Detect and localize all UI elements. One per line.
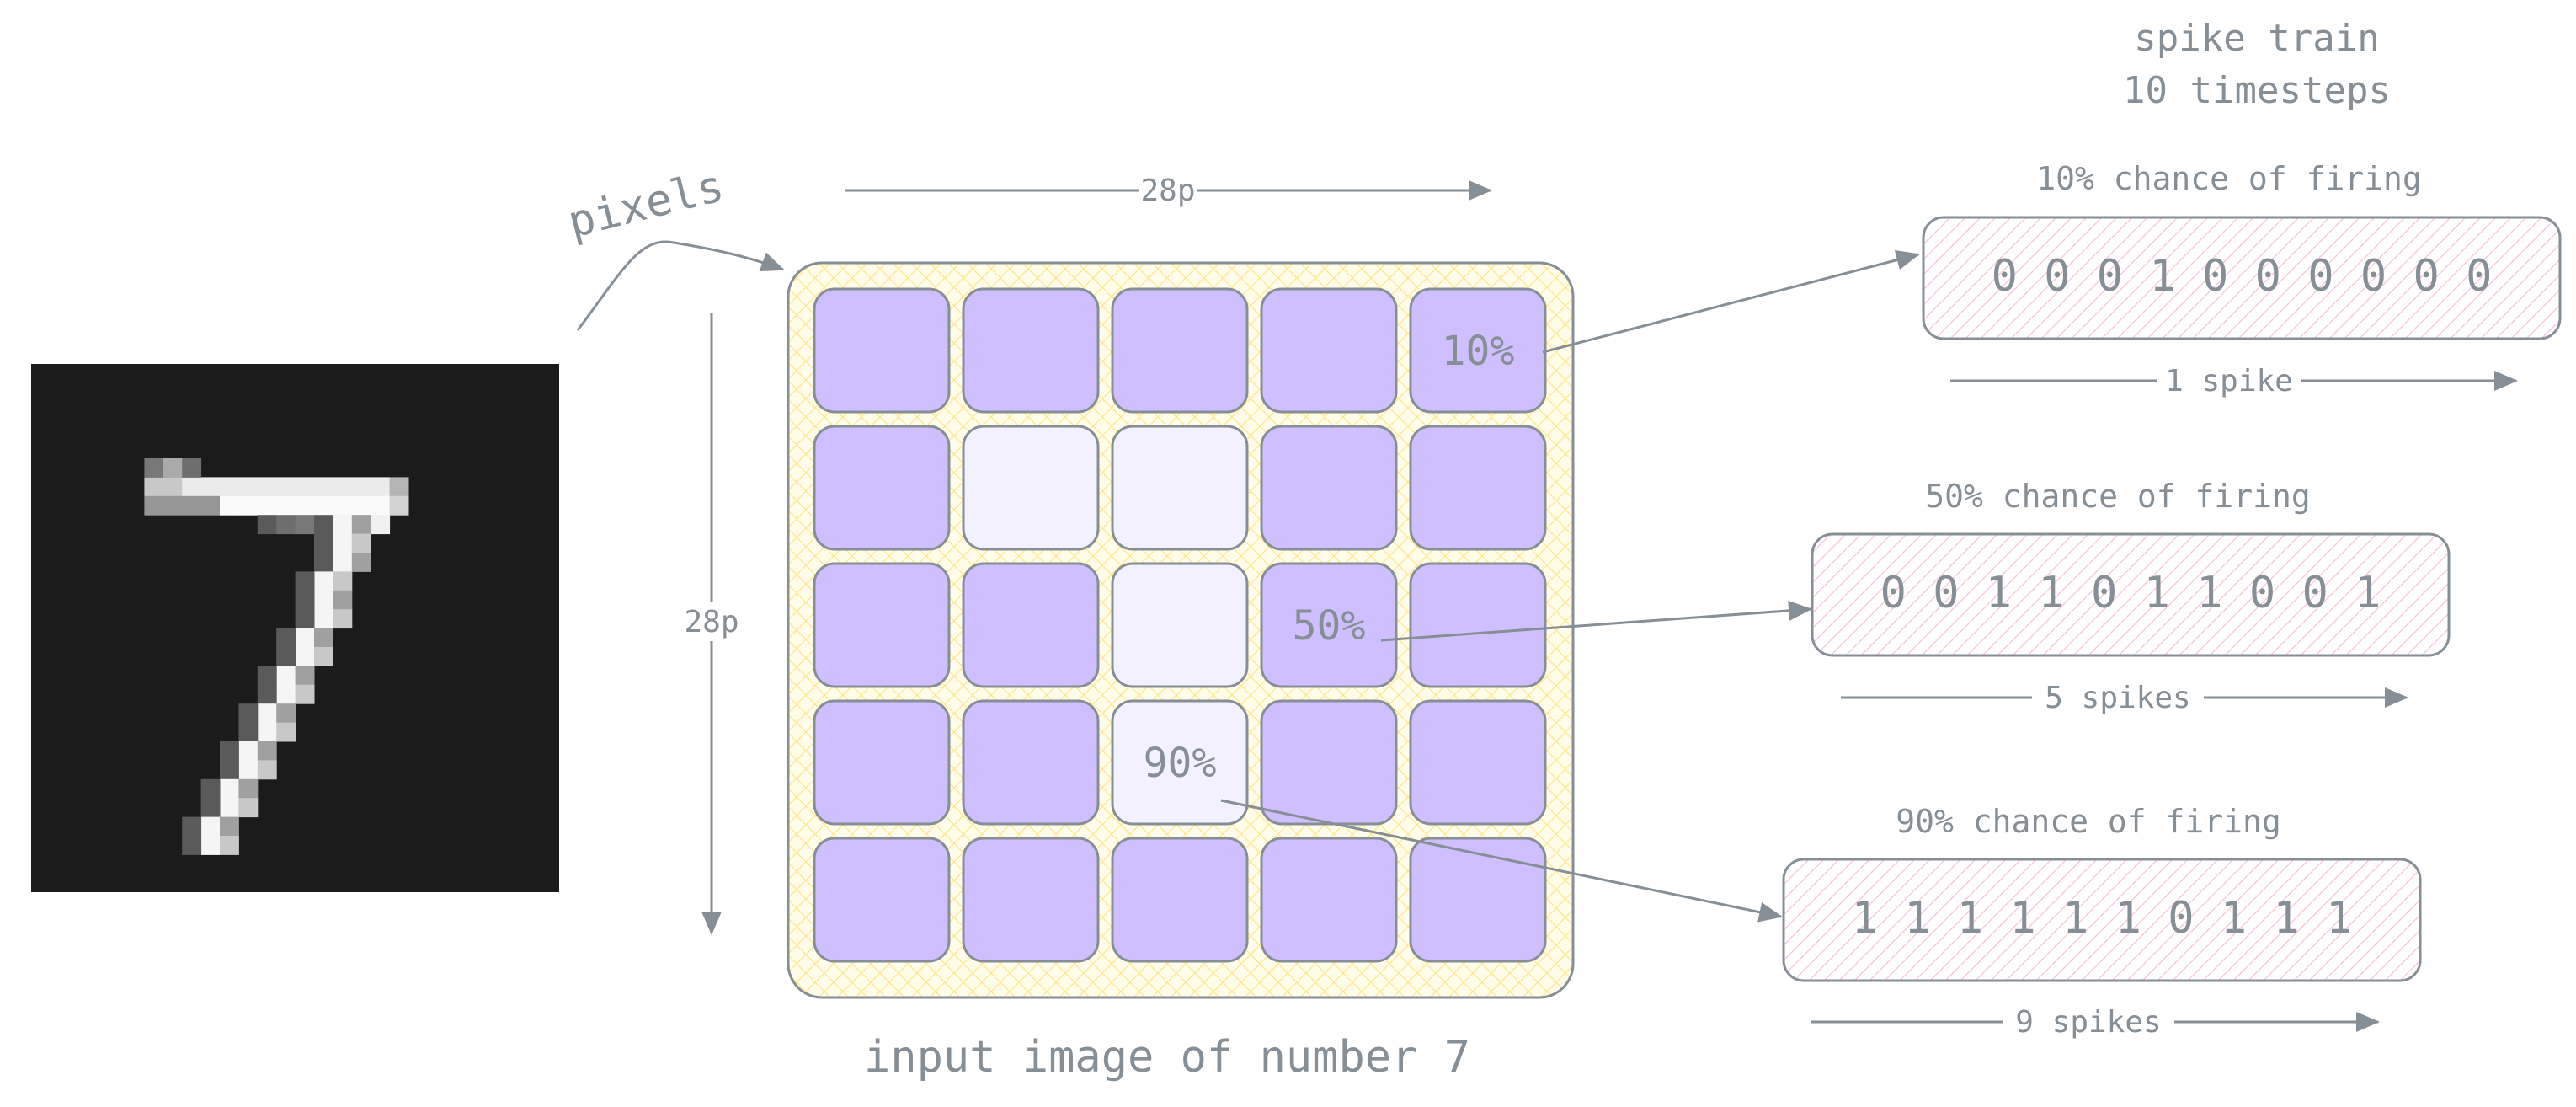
pixels-label: pixels <box>563 161 729 249</box>
train-box <box>1811 532 2451 657</box>
digit-seven-image <box>31 364 559 892</box>
spike-train-90: 90% chance of firing 1 1 1 1 1 1 0 1 1 1… <box>1782 803 2422 1040</box>
train-title: 50% chance of firing <box>1925 478 2311 515</box>
grid-cell <box>1260 699 1398 826</box>
connector-arrow-90 <box>1220 799 1783 922</box>
header-subtitle: 10 timesteps <box>2123 69 2391 112</box>
grid-cell <box>962 425 1100 551</box>
grid-caption: input image of number 7 <box>864 1032 1470 1083</box>
grid-cell: 90% <box>1111 699 1249 826</box>
grid-cell <box>1111 425 1249 551</box>
grid-cell <box>962 562 1100 688</box>
train-count: 5 spikes <box>2045 681 2190 715</box>
train-bits: 0 0 1 1 0 1 1 0 0 1 <box>1880 568 2381 618</box>
grid-cell <box>813 425 951 551</box>
grid-cell <box>1409 425 1547 551</box>
grid-cell <box>962 699 1100 826</box>
cell-probability-label: 90% <box>1144 740 1217 787</box>
grid-cell: 10% <box>1409 287 1547 414</box>
pixels-arrow <box>576 240 785 331</box>
grid-cell <box>962 287 1100 414</box>
grid-cell <box>813 562 951 688</box>
grid-cell: 50% <box>1260 562 1398 688</box>
grid-cell <box>1260 837 1398 963</box>
grid-cell <box>1260 287 1398 414</box>
train-count: 9 spikes <box>2015 1005 2161 1040</box>
cell-probability-label: 10% <box>1442 328 1515 375</box>
grid-cell <box>1260 425 1398 551</box>
connector-arrow-50 <box>1380 600 1812 642</box>
grid-cell <box>1111 837 1249 963</box>
pixel-grid: 10% 50% 90% <box>813 287 1547 963</box>
height-label: 28p <box>684 605 739 639</box>
grid-cell <box>813 287 951 414</box>
grid-cell <box>1111 562 1249 688</box>
spike-train-10: 10% chance of firing 0 0 0 1 0 0 0 0 0 0… <box>1922 160 2562 399</box>
grid-cell <box>1409 837 1547 963</box>
connector-arrow-10 <box>1542 249 1920 354</box>
spike-train-50: 50% chance of firing 0 0 1 1 0 1 1 0 0 1… <box>1811 478 2451 716</box>
grid-cell <box>1111 287 1249 414</box>
cell-probability-label: 50% <box>1293 602 1366 650</box>
train-bits: 1 1 1 1 1 1 0 1 1 1 <box>1852 893 2353 944</box>
header-title: spike train <box>2134 17 2379 60</box>
train-title: 90% chance of firing <box>1896 803 2281 840</box>
train-title: 10% chance of firing <box>2036 160 2422 197</box>
train-box <box>1922 216 2562 340</box>
grid-cell <box>962 837 1100 963</box>
grid-cell <box>1409 699 1547 826</box>
grid-cell <box>813 837 951 963</box>
train-count: 1 spike <box>2165 364 2293 398</box>
width-label: 28p <box>1140 174 1195 208</box>
train-bits: 0 0 0 1 0 0 0 0 0 0 <box>1992 251 2493 302</box>
train-box <box>1782 858 2422 982</box>
grid-cell <box>1409 562 1547 688</box>
grid-cell <box>813 699 951 826</box>
